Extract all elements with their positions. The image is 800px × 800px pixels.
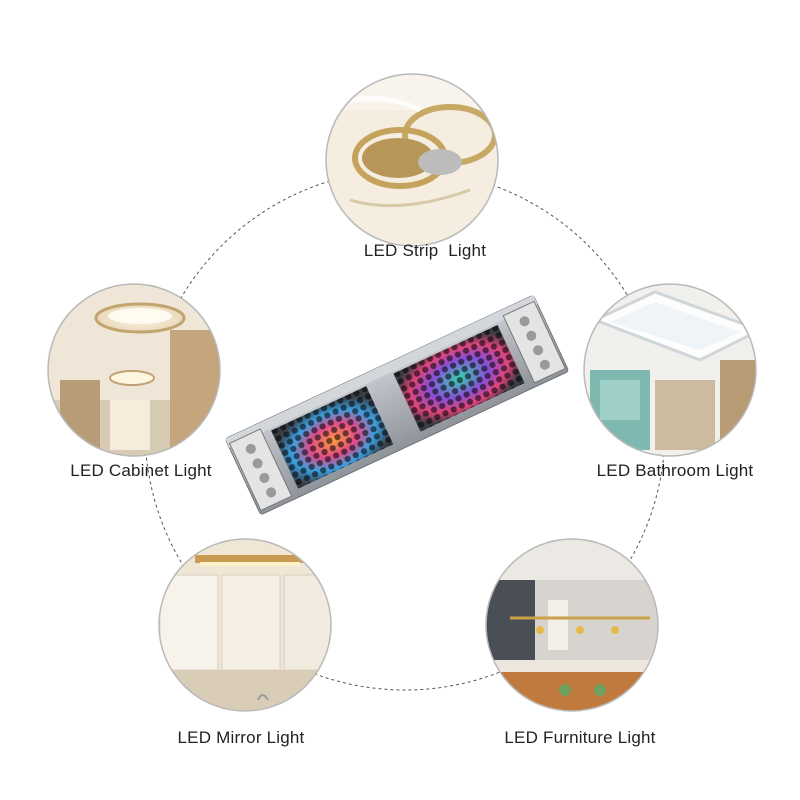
label-led-mirror-light: LED Mirror Light xyxy=(177,728,305,747)
label-led-cabinet-light: LED Cabinet Light xyxy=(70,461,212,480)
led-power-supply-icon xyxy=(225,295,569,515)
strip-light-photo xyxy=(325,73,499,247)
label-led-strip-light: LED Strip Light xyxy=(363,241,487,260)
cabinet-light-photo xyxy=(47,283,221,457)
terminal-block-icon xyxy=(228,428,293,512)
label-led-furniture-light: LED Furniture Light xyxy=(504,728,656,747)
mirror-light-photo xyxy=(158,538,332,712)
furniture-light-photo xyxy=(485,538,659,712)
bathroom-light-photo xyxy=(583,283,757,457)
label-led-bathroom-light: LED Bathroom Light xyxy=(596,461,754,480)
terminal-block-icon xyxy=(502,300,566,384)
